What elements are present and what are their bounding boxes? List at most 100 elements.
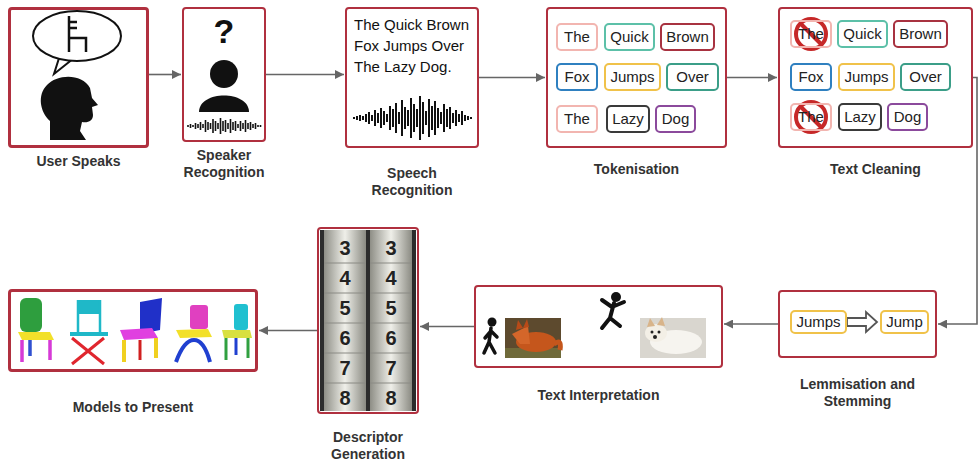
chair-model: [139, 340, 142, 360]
chair-model: [78, 300, 100, 314]
speech-bubble: [33, 11, 121, 74]
token-text: Brown: [899, 22, 942, 46]
chair-model: [176, 329, 212, 338]
stage-heading: Lemmisation and Stemming: [788, 376, 928, 410]
dog-photo: [651, 331, 654, 334]
chair-model: [70, 300, 108, 364]
fox-photo: [554, 342, 560, 350]
chair-model: [124, 338, 156, 362]
chair-model: [28, 340, 32, 356]
dial-digit: 4: [339, 267, 350, 290]
stage-box: User Speaks: [8, 7, 149, 148]
token-text: The: [798, 22, 824, 46]
stage-box: The Quick Brown Fox Jumps Over The Lazy …: [345, 7, 479, 148]
dial-digit: 7: [339, 357, 350, 380]
dial-digit: 7: [385, 357, 396, 380]
token-box: Jumps: [790, 310, 847, 334]
flow-arrow: [479, 77, 545, 79]
walking-icon: [484, 318, 497, 354]
chair-model: [18, 332, 54, 340]
dial-digit: 4: [385, 267, 396, 290]
flow-arrow: [266, 74, 344, 76]
chair-model: [222, 330, 252, 338]
chair-model: [222, 304, 252, 360]
stage-box: Lemmisation and StemmingJumpsJump: [778, 290, 937, 358]
flow-arrow: [420, 326, 474, 328]
fox-photo: [505, 318, 561, 358]
chair-model: [120, 298, 162, 362]
token-text: Over: [676, 65, 709, 89]
chair-model: [176, 340, 210, 362]
dial-digit: 5: [385, 297, 396, 320]
token-text: Lazy: [612, 107, 644, 131]
token-box: The: [790, 103, 832, 131]
counter-dial-photo: [324, 230, 366, 411]
chair-model: [70, 332, 108, 336]
stage-heading: Speaker Recognition: [174, 147, 274, 181]
hollow-arrow: [847, 312, 877, 332]
token-box: Quick: [837, 20, 888, 48]
fox-photo: [505, 318, 561, 358]
speaker-waveform: [188, 118, 261, 134]
token-box: Fox: [790, 63, 832, 91]
token-box: Over: [666, 63, 719, 91]
fox-photo: [516, 319, 529, 330]
token-text: Jumps: [796, 312, 840, 332]
flow-arrow: [727, 77, 777, 79]
flow-arrow: [149, 74, 181, 76]
chair-model: [234, 304, 248, 330]
token-text: Brown: [666, 25, 709, 49]
token-text: Dog: [662, 107, 690, 131]
token-box: The: [556, 105, 598, 133]
walking-icon: [484, 328, 497, 353]
token-box: Brown: [660, 23, 715, 51]
speech-waveform: [354, 96, 471, 140]
counter-dial-photo: [324, 263, 412, 383]
token-box: Fox: [556, 63, 598, 91]
flow-arrow: [724, 323, 778, 325]
token-text: The: [798, 105, 824, 129]
token-box: Over: [900, 63, 951, 91]
stage-box: Descriptor Generation: [317, 227, 419, 414]
token-text: Quick: [610, 25, 648, 49]
token-text: Dog: [894, 105, 922, 129]
dial-digit: 6: [339, 327, 350, 350]
speech-bubble: [33, 11, 121, 61]
speaker-silhouette: [210, 60, 238, 88]
token-box: Jumps: [604, 63, 661, 91]
token-box: Lazy: [838, 103, 882, 131]
token-text: Jumps: [844, 65, 888, 89]
jumping-icon: [602, 292, 624, 328]
token-box: Jump: [880, 310, 929, 334]
stage-heading: Tokenisation: [557, 161, 717, 178]
stage-heading: User Speaks: [4, 153, 154, 170]
chair-model: [235, 338, 238, 355]
hollow-arrow: [847, 312, 877, 332]
token-box: Quick: [604, 23, 655, 51]
head-silhouette: [41, 77, 98, 140]
chair-model: [20, 298, 42, 332]
token-text: Fox: [564, 65, 589, 89]
chair-model: [190, 305, 208, 329]
token-text: Quick: [843, 22, 881, 46]
token-box: The: [556, 23, 598, 51]
transcript-text: The Quick Brown Fox Jumps Over The Lazy …: [354, 14, 478, 77]
ban-sign: [796, 102, 826, 132]
dog-photo: [640, 318, 706, 358]
dog-photo: [640, 317, 706, 358]
token-box: Dog: [655, 105, 696, 133]
counter-dial-photo: [370, 230, 412, 411]
token-text: The: [564, 25, 590, 49]
dial-digit: 3: [385, 237, 396, 260]
token-text: Over: [909, 65, 942, 89]
token-box: Dog: [887, 103, 928, 131]
dial-digit: 8: [339, 387, 350, 410]
question-mark: ?: [214, 12, 235, 51]
jumping-icon: [602, 300, 624, 328]
token-text: Jumps: [610, 65, 654, 89]
stage-box: TokenisationTheQuickBrownFoxJumpsOverThe…: [546, 7, 727, 148]
speaker-silhouette: [199, 60, 249, 112]
dial-digit: 3: [339, 237, 350, 260]
speech-waveform: [354, 96, 471, 140]
